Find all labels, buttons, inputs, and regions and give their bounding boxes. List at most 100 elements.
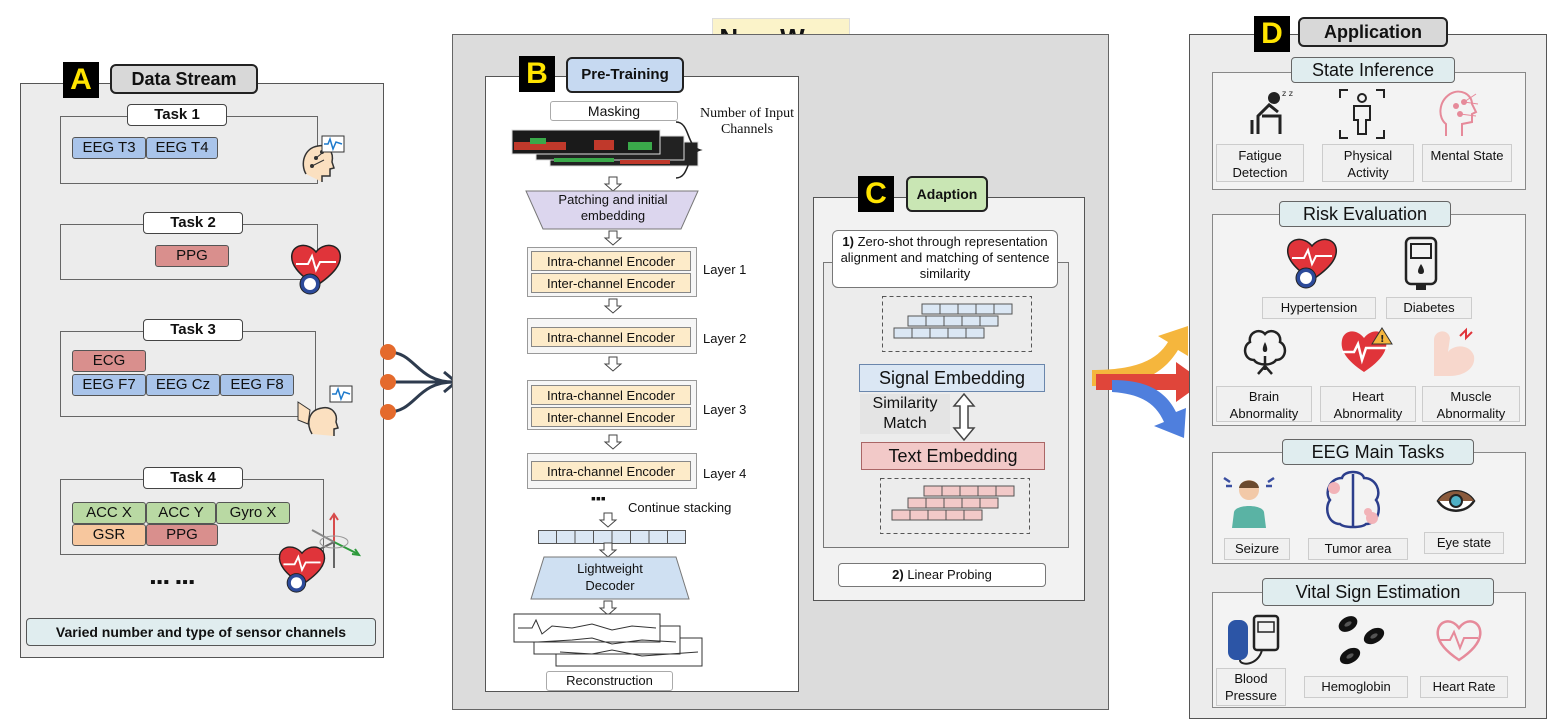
fatigue-icon: z z [1248,86,1296,136]
mental-state-label: Mental State [1422,144,1512,182]
linear-probing-number: 2) [892,567,904,582]
svg-text:z z: z z [1282,89,1293,98]
text-embedding: Text Embedding [861,442,1045,470]
channel-chip: EEG F7 [72,374,146,396]
brain-eeg-icon [298,134,350,186]
merge-arrow [376,340,460,424]
channel-chip: PPG [155,245,229,267]
heart-rate-icon [1434,616,1484,666]
brain-abnormality-label: Brain Abnormality [1216,386,1312,422]
zero-shot-text: Zero-shot through representation alignme… [840,234,1050,281]
patching-label: Patching and initial embedding [558,192,668,223]
muscle-abnormality-label: Muscle Abnormality [1422,386,1520,422]
heart-rate-label: Heart Rate [1420,676,1508,698]
channel-chip: PPG [146,524,218,546]
down-arrow [598,542,618,558]
panel-c-title: Adaption [906,176,988,212]
channel-chip: GSR [72,524,146,546]
physical-activity-icon [1338,88,1386,140]
masking-label: Masking [550,101,678,121]
vital-sign-title: Vital Sign Estimation [1262,578,1494,606]
seizure-icon [1222,472,1276,530]
signal-embedding-stack [882,296,1032,352]
channel-chip: EEG F8 [220,374,294,396]
signal-embedding: Signal Embedding [859,364,1045,392]
intra-channel-encoder: Intra-channel Encoder [531,251,691,271]
heart-monitor-icon [276,540,328,596]
hemoglobin-icon [1334,612,1388,670]
channel-chip: ECG [72,350,146,372]
hypertension-label: Hypertension [1262,297,1376,319]
eye-icon [1436,486,1476,516]
channel-chip: Gyro X [216,502,290,524]
brain-hand-icon [294,384,356,440]
physical-activity-label: Physical Activity [1322,144,1414,182]
hemoglobin-label: Hemoglobin [1304,676,1408,698]
panel-b-letter: B [519,56,555,92]
layer-label: Layer 1 [703,262,747,277]
inter-channel-encoder: Inter-channel Encoder [531,273,691,293]
eeg-tasks-title: EEG Main Tasks [1282,439,1474,465]
task-label: Task 4 [143,467,243,489]
num-channels-label: Number of Input Channels [699,106,795,137]
reconstruction-graphic [512,610,704,668]
zero-shot-label: 1) Zero-shot through representation alig… [832,230,1058,288]
decoder-label: Lightweight Decoder [577,561,643,593]
linear-probing: 2) Linear Probing [838,563,1046,587]
down-arrow [603,176,623,192]
down-arrow [598,512,618,528]
seizure-label: Seizure [1224,538,1290,560]
decoder-block [530,556,690,600]
down-arrow [603,298,623,314]
panel-a-footer: Varied number and type of sensor channel… [26,618,376,646]
tumor-brain-icon [1322,468,1384,530]
input-channels-graphic [510,126,700,176]
intra-channel-encoder: Intra-channel Encoder [531,461,691,481]
text-embedding-stack [880,478,1030,534]
down-arrow [603,434,623,450]
panel-b-title: Pre-Training [566,57,684,93]
reconstruction-label: Reconstruction [546,671,673,691]
state-inference-title: State Inference [1291,57,1455,83]
eye-state-label: Eye state [1424,532,1504,554]
blood-pressure-icon [1226,610,1282,666]
panel-d-letter: D [1254,16,1290,52]
layer-label: Layer 2 [703,331,747,346]
heart-abnormality-label: Heart Abnormality [1320,386,1416,422]
zero-shot-number: 1) [842,234,854,249]
mental-state-icon [1436,88,1482,138]
linear-probing-text: Linear Probing [907,567,992,582]
patching-block [525,190,699,230]
intra-channel-encoder: Intra-channel Encoder [531,385,691,405]
double-arrow-icon [952,392,976,442]
heart-monitor-icon [288,240,344,296]
channel-chip: EEG Cz [146,374,220,396]
svg-text:!: ! [1380,334,1385,345]
tumor-area-label: Tumor area [1308,538,1408,560]
task-label: Task 1 [127,104,227,126]
muscle-icon [1430,326,1480,378]
task-label: Task 3 [143,319,243,341]
blood-pressure-label: Blood Pressure [1216,668,1286,706]
brain-icon [1240,326,1290,376]
output-arrows [1092,322,1208,442]
similarity-match: Similarity Match [860,394,950,434]
channel-chip: ACC Y [146,502,216,524]
layer-label: Layer 3 [703,402,747,417]
down-arrow [603,356,623,372]
diabetes-label: Diabetes [1386,297,1472,319]
ellipsis: ▪▪▪ ▪▪▪ [150,574,196,591]
fatigue-detection-label: Fatigue Detection [1216,144,1304,182]
heart-abnormality-icon: ! [1338,326,1394,376]
inter-channel-encoder: Inter-channel Encoder [531,407,691,427]
channel-chip: EEG T4 [146,137,218,159]
layer-label: Layer 4 [703,466,747,481]
continue-stacking-label: Continue stacking [628,500,732,515]
panel-c-letter: C [858,176,894,212]
risk-evaluation-title: Risk Evaluation [1279,201,1451,227]
intra-channel-encoder: Intra-channel Encoder [531,327,691,347]
channel-chip: ACC X [72,502,146,524]
panel-a-title: Data Stream [110,64,258,94]
channel-chip: EEG T3 [72,137,146,159]
task-label: Task 2 [143,212,243,234]
